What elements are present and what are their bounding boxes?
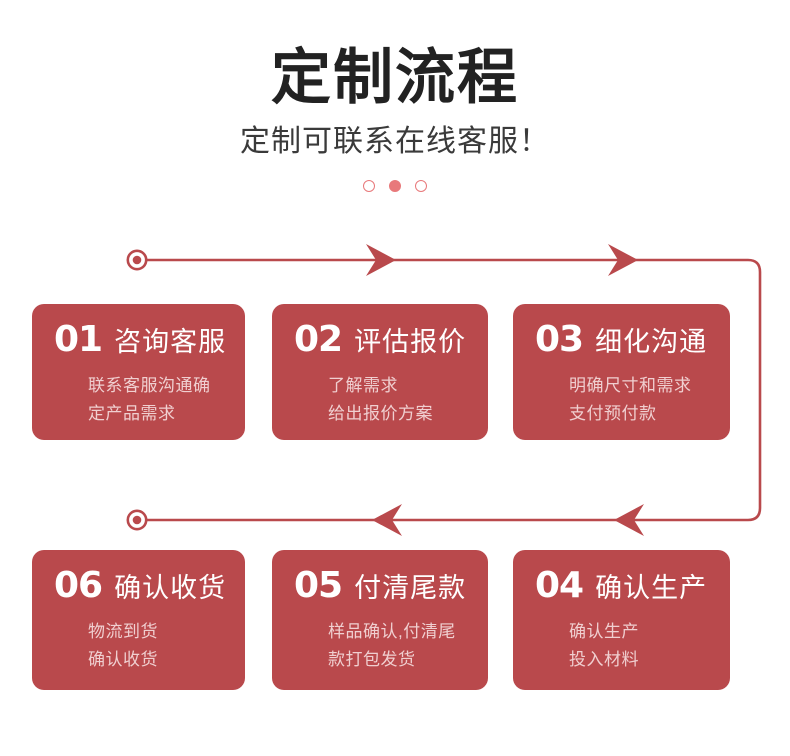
step-card-03-number: 03 — [535, 319, 584, 360]
step-card-06-number: 06 — [54, 565, 103, 606]
step-card-06-body: 物流到货 确认收货 — [50, 604, 227, 673]
step-card-02-body-line-1: 了解需求 — [328, 376, 398, 395]
step-card-02-number: 02 — [294, 319, 343, 360]
step-card-04[interactable]: 04 确认生产 确认生产 投入材料 — [513, 550, 730, 690]
step-card-04-body-line-1: 确认生产 — [569, 622, 639, 641]
step-card-03[interactable]: 03 细化沟通 明确尺寸和需求 支付预付款 — [513, 304, 730, 440]
step-card-05-body-line-2: 款打包发货 — [328, 649, 416, 669]
step-card-01[interactable]: 01 咨询客服 联系客服沟通确 定产品需求 — [32, 304, 245, 440]
step-card-05-title: 付清尾款 — [354, 573, 467, 603]
step-card-01-number: 01 — [54, 319, 103, 360]
step-card-05-body: 样品确认,付清尾 款打包发货 — [290, 604, 470, 673]
flow-start-marker-bottom — [126, 509, 148, 531]
flow-arrow-right-1 — [366, 244, 396, 276]
step-card-01-title: 咨询客服 — [114, 327, 227, 357]
flow-arrow-left-1 — [372, 504, 402, 536]
step-card-05-body-line-1: 样品确认,付清尾 — [328, 622, 456, 641]
step-card-01-body-line-1: 联系客服沟通确 — [88, 376, 211, 395]
step-card-03-body-line-2: 支付预付款 — [569, 403, 657, 423]
step-card-02-title: 评估报价 — [354, 327, 467, 357]
step-card-02-body-line-2: 给出报价方案 — [328, 403, 433, 423]
step-card-04-number: 04 — [535, 565, 584, 606]
step-card-01-body: 联系客服沟通确 定产品需求 — [50, 358, 227, 427]
page-title: 定制流程 — [271, 43, 519, 113]
flow-start-marker-top — [126, 249, 148, 271]
step-card-04-body-line-2: 投入材料 — [569, 649, 639, 669]
carousel-dot-3[interactable] — [415, 180, 427, 192]
step-card-06-body-line-2: 确认收货 — [88, 649, 158, 669]
carousel-dots — [0, 180, 790, 192]
step-card-03-body: 明确尺寸和需求 支付预付款 — [531, 358, 712, 427]
step-card-01-head: 01 咨询客服 — [50, 322, 227, 358]
flow-arrow-left-2 — [614, 504, 644, 536]
step-card-06-title: 确认收货 — [114, 573, 227, 603]
carousel-dot-1[interactable] — [363, 180, 375, 192]
carousel-dot-2[interactable] — [389, 180, 401, 192]
page-subtitle: 定制可联系在线客服！ — [240, 125, 550, 159]
step-card-05-number: 05 — [294, 565, 343, 606]
step-card-04-head: 04 确认生产 — [531, 568, 712, 604]
step-card-02-head: 02 评估报价 — [290, 322, 470, 358]
header: 定制流程 定制可联系在线客服！ — [0, 0, 790, 158]
step-card-04-title: 确认生产 — [595, 573, 708, 603]
step-card-05-head: 05 付清尾款 — [290, 568, 470, 604]
step-card-01-body-line-2: 定产品需求 — [88, 403, 176, 423]
step-card-03-body-line-1: 明确尺寸和需求 — [569, 376, 692, 395]
flow-arrow-right-2 — [608, 244, 638, 276]
step-card-04-body: 确认生产 投入材料 — [531, 604, 712, 673]
step-card-03-title: 细化沟通 — [595, 327, 708, 357]
step-card-02-body: 了解需求 给出报价方案 — [290, 358, 470, 427]
step-card-06[interactable]: 06 确认收货 物流到货 确认收货 — [32, 550, 245, 690]
step-card-06-body-line-1: 物流到货 — [88, 622, 158, 641]
step-card-03-head: 03 细化沟通 — [531, 322, 712, 358]
step-card-06-head: 06 确认收货 — [50, 568, 227, 604]
step-card-02[interactable]: 02 评估报价 了解需求 给出报价方案 — [272, 304, 488, 440]
step-card-05[interactable]: 05 付清尾款 样品确认,付清尾 款打包发货 — [272, 550, 488, 690]
